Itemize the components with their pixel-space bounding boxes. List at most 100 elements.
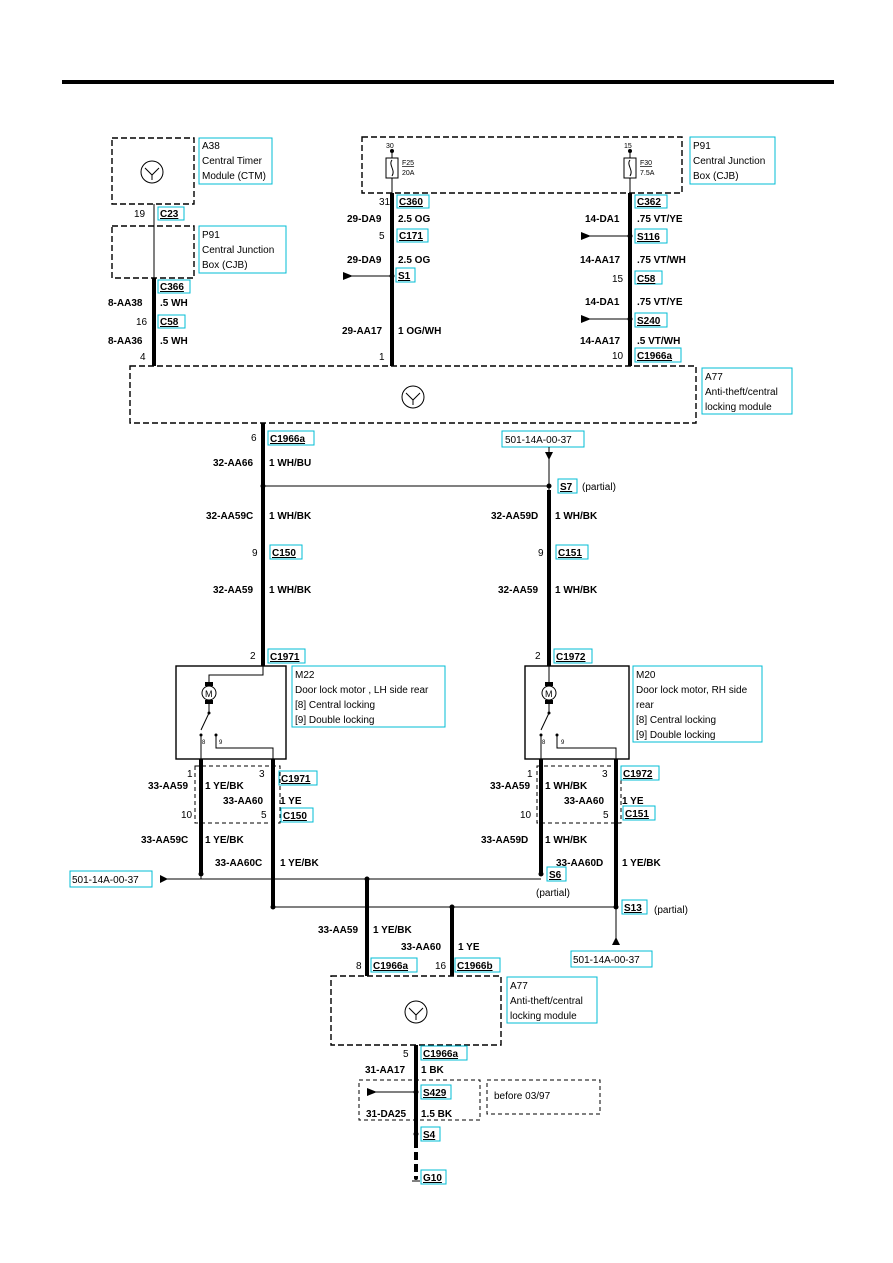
m20-line3: [8] Central locking	[636, 715, 716, 726]
p91-right-id: P91	[693, 141, 711, 152]
module-icon	[404, 1000, 428, 1024]
ref-bottom-box	[570, 950, 653, 968]
s13-dot-a	[270, 904, 276, 910]
wire-8aa38-code: 8-AA38	[108, 298, 143, 309]
wire-29da9a-code: 29-DA9	[347, 214, 382, 225]
wire-14da1b-spec: .75 VT/YE	[637, 297, 683, 308]
s13-label[interactable]: S13	[624, 903, 642, 914]
c1966a-left-label[interactable]: C1966a	[270, 434, 305, 445]
m20-s8: 8	[542, 740, 546, 746]
c366-label[interactable]: C366	[160, 282, 184, 293]
s4-label[interactable]: S4	[423, 1130, 436, 1141]
m20-pin-5: 5	[603, 810, 609, 821]
c58-left-label[interactable]: C58	[160, 317, 179, 328]
s116-label[interactable]: S116	[637, 232, 660, 243]
ref-bottom[interactable]: 501-14A-00-37	[573, 955, 640, 966]
wire-33aa60d-code: 33-AA60D	[556, 858, 603, 869]
m22-pin-5: 5	[261, 810, 267, 821]
motor-icon: M	[539, 682, 559, 737]
wire-32aa59d-code: 32-AA59D	[491, 511, 538, 522]
c151-bot-label[interactable]: C151	[625, 809, 649, 820]
wire-8aa36-spec: .5 WH	[160, 336, 188, 347]
s13-box	[621, 899, 648, 915]
wire-33aa59d-spec: 1 WH/BK	[545, 835, 588, 846]
c362-label[interactable]: C362	[637, 197, 661, 208]
wire-33aa60l-code: 33-AA60	[223, 796, 263, 807]
s7-partial: (partial)	[582, 482, 616, 493]
c151-bot-box	[622, 805, 656, 821]
wire-8aa38-spec: .5 WH	[160, 298, 188, 309]
s6-label[interactable]: S6	[549, 870, 562, 881]
c1971-bot-box	[278, 770, 318, 786]
before-0397-region	[358, 1079, 481, 1121]
c1966a-bot-label[interactable]: C1966a	[373, 961, 408, 972]
s4-dot	[413, 1131, 419, 1137]
m22-id: M22	[295, 670, 315, 681]
m20-label-box	[632, 665, 763, 743]
wire-33aa60d-spec: 1 YE/BK	[622, 858, 661, 869]
wire-32aa59l-spec: 1 WH/BK	[269, 585, 312, 596]
pin-1: 1	[379, 352, 385, 363]
wire-14aa17a-spec: .75 VT/WH	[637, 255, 686, 266]
s1-label[interactable]: S1	[398, 271, 411, 282]
fuse-f25-name: F25	[402, 160, 414, 167]
c1966a-top-label[interactable]: C1966a	[637, 351, 672, 362]
p91-left-line1: Central Junction	[202, 245, 274, 256]
c171-label[interactable]: C171	[399, 231, 423, 242]
c360-label[interactable]: C360	[399, 197, 423, 208]
p91-right-box	[361, 136, 683, 194]
c23-box	[157, 206, 185, 221]
c1966a-gnd-label[interactable]: C1966a	[423, 1049, 458, 1060]
wire-31aa17-code: 31-AA17	[365, 1065, 405, 1076]
pin-2-right: 2	[535, 651, 541, 662]
wire-32aa59c-spec: 1 WH/BK	[269, 511, 312, 522]
a77-bottom-line1: Anti-theft/central	[510, 996, 583, 1007]
wire-33aa60b-spec: 1 YE	[458, 942, 480, 953]
fuse-icon	[623, 149, 637, 193]
wire-33aa59c-spec: 1 YE/BK	[205, 835, 244, 846]
wire-33aa59b-spec: 1 YE/BK	[373, 925, 412, 936]
p91-right-label-box	[689, 136, 776, 185]
wire-14da1b-code: 14-DA1	[585, 297, 620, 308]
wire-33aa59b-code: 33-AA59	[318, 925, 358, 936]
s240-box	[634, 312, 668, 328]
c1972-bot-label[interactable]: C1972	[623, 769, 653, 780]
fuse-f30-rating: 7.5A	[640, 170, 655, 177]
wire-31da25-spec: 1.5 BK	[421, 1109, 453, 1120]
wire-29aa17-code: 29-AA17	[342, 326, 382, 337]
c150-bot-label[interactable]: C150	[283, 811, 307, 822]
wire-14aa17b-code: 14-AA17	[580, 336, 620, 347]
c1971-top-label[interactable]: C1971	[270, 652, 300, 663]
wire-33aa60c-spec: 1 YE/BK	[280, 858, 319, 869]
wire-29da9b-spec: 2.5 OG	[398, 255, 430, 266]
g10-label[interactable]: G10	[423, 1173, 442, 1184]
c23-label[interactable]: C23	[160, 209, 179, 220]
c150-top-box	[269, 544, 303, 560]
c1972-top-label[interactable]: C1972	[556, 652, 586, 663]
c1966b-label[interactable]: C1966b	[457, 961, 493, 972]
s7-label[interactable]: S7	[560, 482, 573, 493]
svg-text:M: M	[545, 689, 553, 699]
c151-top-label[interactable]: C151	[558, 548, 582, 559]
wire-33aa60r-spec: 1 YE	[622, 796, 644, 807]
c360-box	[396, 194, 430, 209]
c1971-bot-label[interactable]: C1971	[281, 774, 311, 785]
p91-left-box	[111, 225, 195, 279]
pin-19: 19	[134, 209, 146, 220]
c150-top-label[interactable]: C150	[272, 548, 296, 559]
c1966a-bot-box	[370, 957, 418, 973]
c58-right-label[interactable]: C58	[637, 274, 656, 285]
wire-14da1a-spec: .75 VT/YE	[637, 214, 683, 225]
s429-label[interactable]: S429	[423, 1088, 447, 1099]
m22-line1: Door lock motor , LH side rear	[295, 685, 429, 696]
fuse-f25-rating: 20A	[402, 170, 415, 177]
p91-left-label-box	[198, 225, 287, 274]
wire-31aa17-spec: 1 BK	[421, 1065, 445, 1076]
svg-text:M: M	[205, 689, 213, 699]
pin-15: 15	[612, 274, 624, 285]
ref-top[interactable]: 501-14A-00-37	[505, 435, 572, 446]
pin-8: 8	[356, 961, 362, 972]
ref-left[interactable]: 501-14A-00-37	[72, 875, 139, 886]
s240-label[interactable]: S240	[637, 316, 661, 327]
s429-box	[420, 1084, 452, 1100]
